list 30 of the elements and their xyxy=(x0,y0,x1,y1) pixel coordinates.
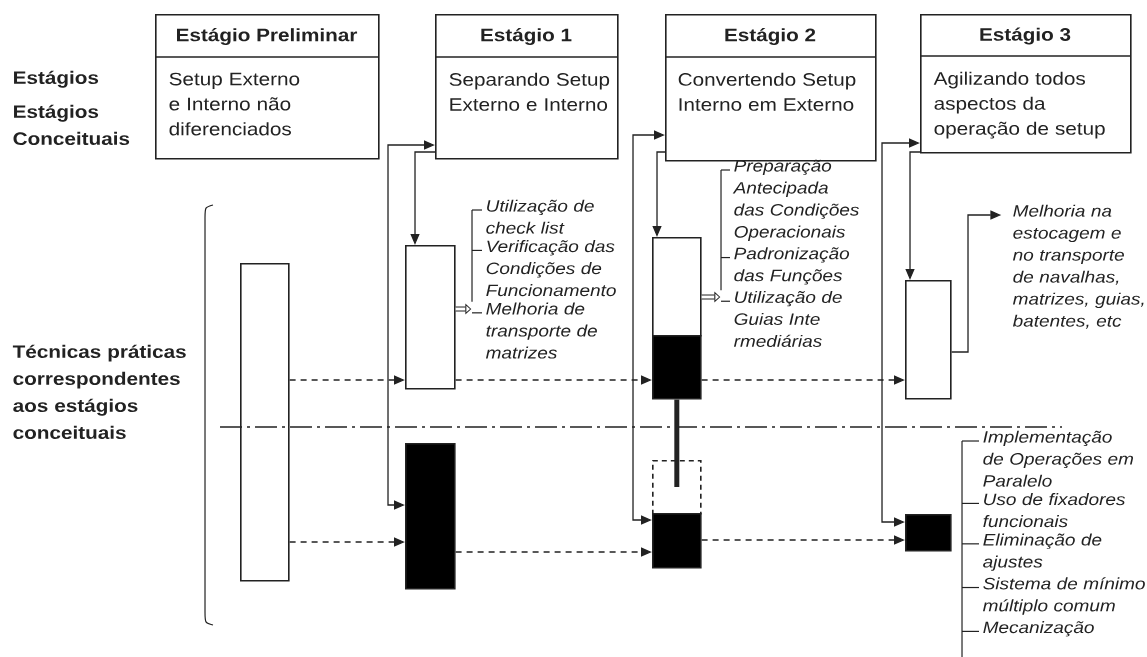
bar xyxy=(652,335,702,400)
row-label: Técnicas práticas correspondentes aos estágios conceituais xyxy=(12,344,186,440)
dashed-box xyxy=(652,460,702,515)
list-item: Implementação de Operações em Paralelo xyxy=(983,430,1134,487)
list-item: Verificação das Condições de Funcionamento xyxy=(486,240,616,297)
bar xyxy=(905,514,952,552)
list-item: Utilização de check list xyxy=(486,199,594,234)
stage-box: Estágio Preliminar Setup Externo e Interno não diferenciados xyxy=(154,14,380,160)
list-item: Padronização das Funções xyxy=(734,247,850,285)
bar xyxy=(405,245,456,390)
list-item: Utilização de Guias Inte rmediárias xyxy=(733,290,842,347)
list-item: Melhoria de transporte de matrizes xyxy=(485,302,597,359)
stage-box: Estágio 1 Separando Setup Externo e Interno xyxy=(434,14,619,160)
list-item: Eliminação de ajustes xyxy=(983,533,1102,571)
arrow xyxy=(701,292,721,302)
list-item: Melhoria na estocagem e no transporte de navalhas, matrizes, guias, batentes, etc xyxy=(1012,204,1144,329)
arrow xyxy=(455,304,472,314)
list-item: Uso de fixadores funcionais xyxy=(983,493,1126,528)
bar xyxy=(652,513,702,569)
list-item: Preparação Antecipada das Condições Operacionais xyxy=(732,159,859,241)
bar xyxy=(240,263,290,582)
row-label: Estágios xyxy=(14,70,99,88)
row-label: Estágios Conceituais xyxy=(13,104,130,146)
connector-line xyxy=(674,399,680,487)
bar xyxy=(652,237,702,337)
bar xyxy=(405,443,456,590)
list-item: Sistema de mínimo múltiplo comum xyxy=(983,577,1145,615)
bar xyxy=(905,280,952,400)
stage-box: Estágio 3 Agilizando todos aspectos da operação de setup xyxy=(919,14,1132,154)
list-item: Mecanização xyxy=(983,621,1094,637)
